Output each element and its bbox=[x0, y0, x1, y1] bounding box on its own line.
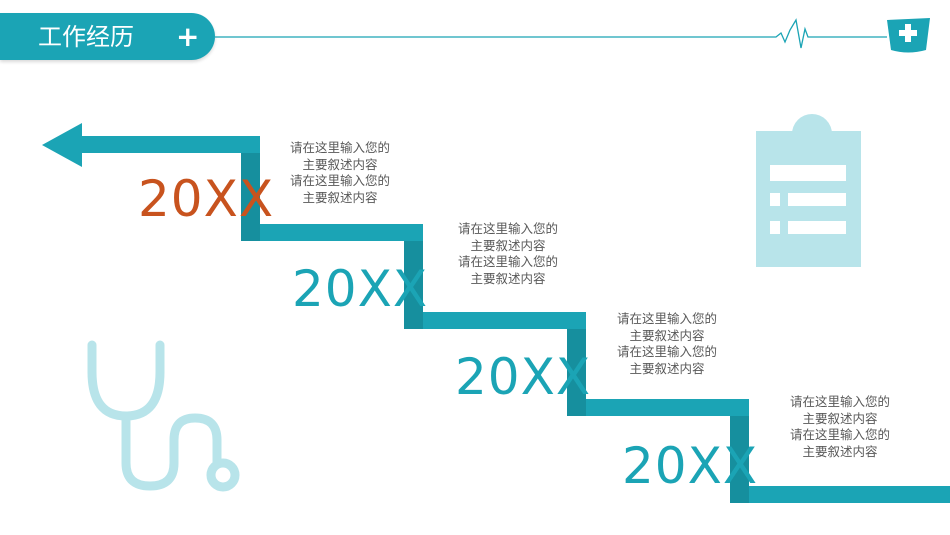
timeline-description: 请在这里输入您的 主要叙述内容 请在这里输入您的 主要叙述内容 bbox=[433, 221, 583, 287]
timeline-description: 请在这里输入您的 主要叙述内容 请在这里输入您的 主要叙述内容 bbox=[265, 140, 415, 206]
description-line: 请在这里输入您的 bbox=[457, 221, 558, 236]
page-title: 工作经历 bbox=[38, 23, 134, 51]
timeline-description: 请在这里输入您的 主要叙述内容 请在这里输入您的 主要叙述内容 bbox=[592, 311, 742, 377]
description-line: 请在这里输入您的 bbox=[616, 311, 717, 326]
description-line: 请在这里输入您的 bbox=[457, 254, 558, 269]
title-banner bbox=[0, 13, 215, 60]
description-line: 请在这里输入您的 bbox=[789, 394, 890, 409]
timeline-year: 20XX bbox=[455, 348, 592, 406]
description-line: 主要叙述内容 bbox=[302, 189, 378, 205]
timeline-description: 请在这里输入您的 主要叙述内容 请在这里输入您的 主要叙述内容 bbox=[765, 394, 915, 460]
description-line: 请在这里输入您的 bbox=[289, 140, 390, 155]
timeline-year: 20XX bbox=[138, 170, 275, 228]
description-line: 主要叙述内容 bbox=[302, 156, 378, 172]
timeline-year: 20XX bbox=[292, 260, 429, 318]
timeline-year: 20XX bbox=[622, 437, 759, 495]
description-line: 请在这里输入您的 bbox=[789, 427, 890, 442]
description-line: 请在这里输入您的 bbox=[616, 344, 717, 359]
stethoscope-icon bbox=[87, 340, 240, 492]
description-line: 主要叙述内容 bbox=[802, 443, 878, 459]
staircase-arrow bbox=[42, 123, 950, 503]
heartbeat-icon bbox=[215, 18, 887, 49]
description-line: 请在这里输入您的 bbox=[289, 173, 390, 188]
description-line: 主要叙述内容 bbox=[470, 270, 546, 286]
medical-cross-icon bbox=[887, 18, 930, 53]
description-line: 主要叙述内容 bbox=[629, 360, 705, 376]
description-line: 主要叙述内容 bbox=[802, 410, 878, 426]
description-line: 主要叙述内容 bbox=[629, 327, 705, 343]
clipboard-icon bbox=[756, 114, 861, 267]
description-line: 主要叙述内容 bbox=[470, 237, 546, 253]
plus-icon: + bbox=[176, 20, 200, 53]
